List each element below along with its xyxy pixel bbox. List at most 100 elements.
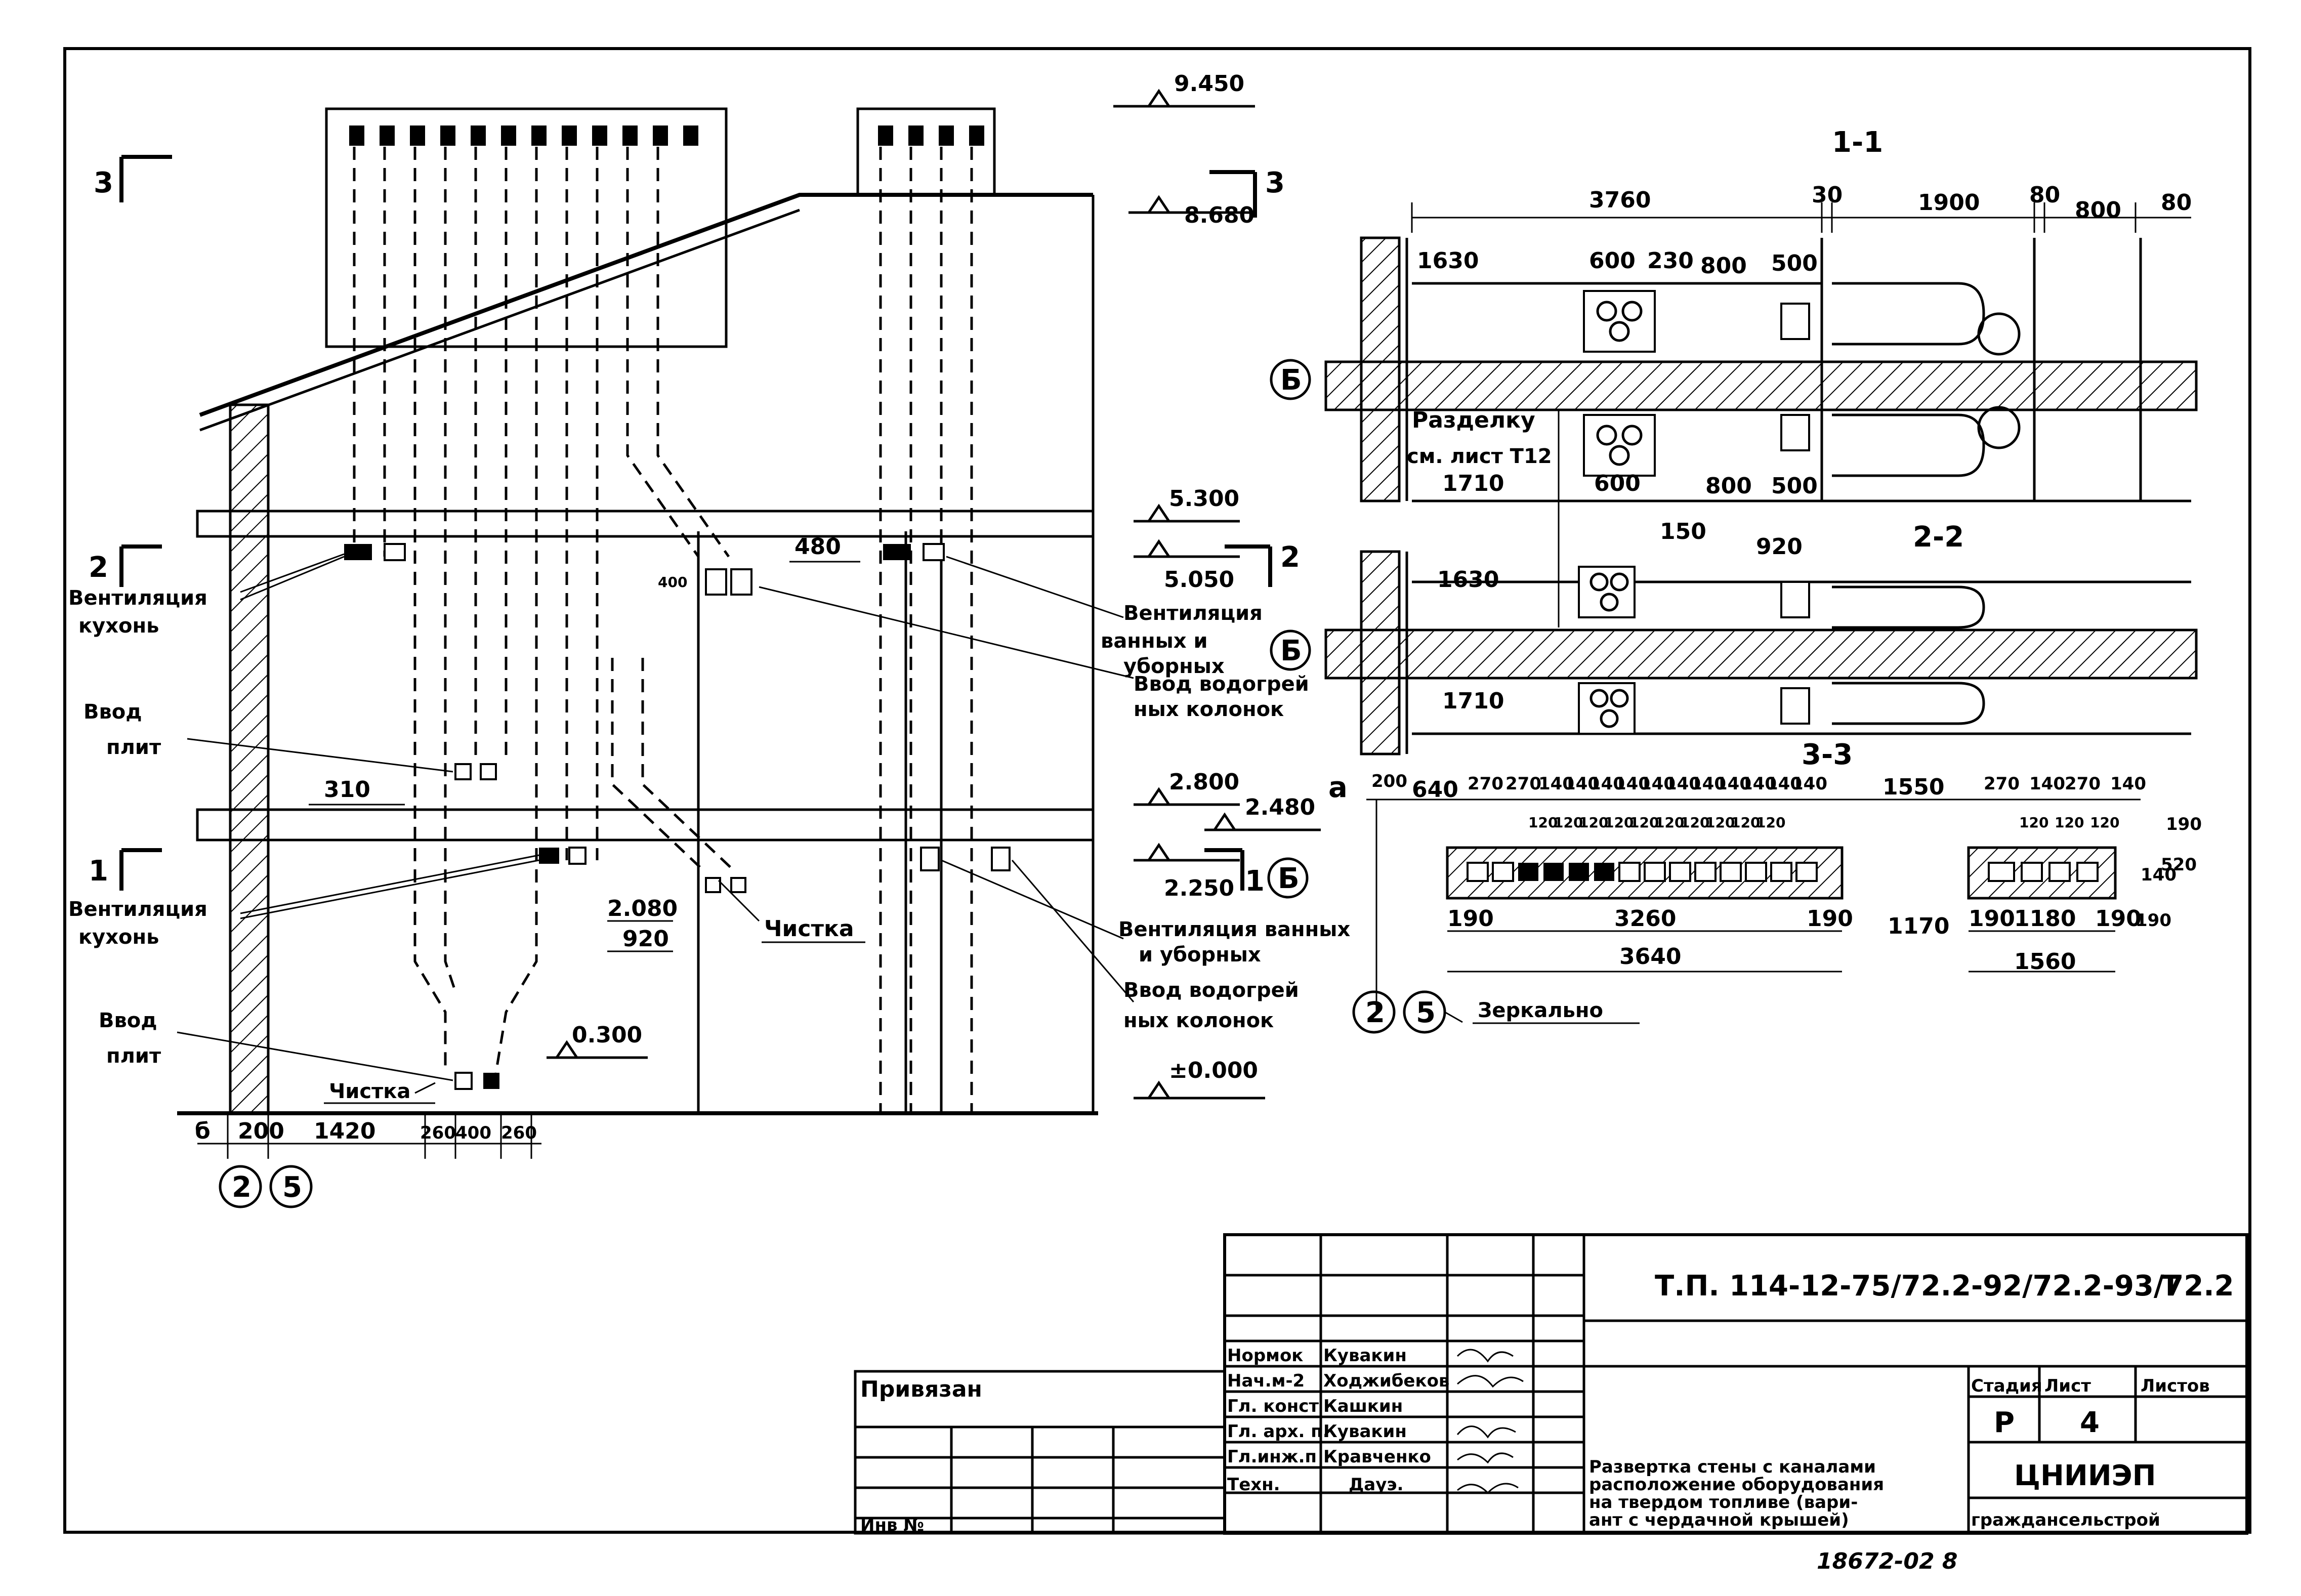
blk-dim-18: 270 (2065, 774, 2101, 794)
inv-label: Инв № (860, 1515, 924, 1535)
blk-total-3640: 3640 (1619, 944, 1681, 970)
plan3-dim-1630: 1630 (1437, 567, 1499, 593)
title-block: Т.П. 114-12-75/72.2-92/72.2-93/72.2 Т Пр… (854, 1233, 2248, 1574)
role-0: Нормок (1227, 1346, 1303, 1366)
plan-sections: 1-1 2-2 3-3 3760 30 1900 80 800 80 Б 163… (1270, 126, 2198, 771)
dim-310: 310 (324, 777, 370, 803)
section-mark-1-left: 1 (89, 855, 108, 888)
name-0: Кувакин (1323, 1346, 1407, 1366)
svg-text:120: 120 (1528, 814, 1558, 831)
name-4: Кравченко (1323, 1447, 1431, 1467)
blk-dim-12: 140 (1741, 774, 1777, 794)
side-dim-190-a: 190 (2136, 910, 2171, 931)
plan2-dim-600: 600 (1594, 471, 1641, 496)
svg-text:120: 120 (2090, 814, 2119, 831)
vent-baths-bottom-line2: и уборных (1139, 943, 1261, 967)
section-mark-3-right: 3 (1265, 166, 1285, 199)
blk-dim-2: 270 (1468, 774, 1503, 794)
vent-baths-top-line1: Вентиляция (1123, 602, 1263, 625)
org-name: ЦНИИЭП (2014, 1459, 2156, 1492)
name-1: Ходжибеков (1323, 1371, 1449, 1391)
plan-dim-80-a: 80 (2029, 182, 2060, 208)
plan-dim-800: 800 (2075, 197, 2121, 223)
section-mark-3-left: 3 (94, 166, 113, 199)
dim-480: 480 (794, 534, 841, 560)
blk-dim-11: 140 (1716, 774, 1751, 794)
mark-9450: 9.450 (1174, 71, 1244, 97)
mirror-label: Зеркально (1478, 999, 1603, 1022)
wall-elevation: 9.450 8.680 5.300 5.050 2.800 2.480 2.25… (68, 71, 1640, 1208)
role-5: Техн. (1227, 1475, 1280, 1495)
mark-5050: 5.050 (1164, 567, 1234, 593)
side-dim-520: 520 (2161, 855, 2197, 875)
axis-b-plan3: Б (1280, 635, 1302, 667)
privyazan-label: Привязан (860, 1376, 982, 1402)
vent-kitchen-top-line1: Вентиляция (68, 586, 207, 610)
sheet-value: 4 (2080, 1406, 2100, 1439)
plan1-dim-500: 500 (1771, 250, 1818, 276)
dim-1420: 1420 (314, 1118, 375, 1144)
dim-2080: 2.080 (607, 896, 678, 921)
svg-text:120: 120 (1731, 814, 1760, 831)
axis-2-label: 2 (232, 1171, 252, 1204)
channel-block-section: а 200 640 270 270 140 140 140 140 140 14… (1328, 771, 2202, 1012)
blk-dim-8: 140 (1640, 774, 1676, 794)
dim-920: 920 (622, 926, 669, 952)
axis-5-label-right: 5 (1416, 996, 1436, 1029)
axis-2-label-right: 2 (1365, 996, 1385, 1029)
chistka-label-2: Чистка (329, 1080, 410, 1103)
blk-dim-3: 270 (1505, 774, 1541, 794)
svg-text:120: 120 (1680, 814, 1709, 831)
svg-text:120: 120 (1705, 814, 1735, 831)
svg-text:120: 120 (2019, 814, 2048, 831)
axis-5-bubble (269, 1165, 313, 1208)
name-5: Дауэ. (1349, 1475, 1403, 1495)
mark-8680: 8.680 (1184, 202, 1254, 228)
blk-dim-6: 140 (1589, 774, 1625, 794)
axis-a-label: а (1328, 771, 1348, 804)
dim-400-mid: 400 (658, 574, 687, 591)
blk-dim-4: 140 (1538, 774, 1574, 794)
stage-label: Стадия (1971, 1376, 2042, 1396)
section-mark-2-right: 2 (1280, 541, 1300, 574)
role-3: Гл. арх. п. (1227, 1421, 1329, 1442)
razdelku-line2: см. лист Т12 (1407, 445, 1552, 468)
side-dim-190-b: 190 (2166, 814, 2202, 834)
stage-value: Р (1994, 1406, 2015, 1439)
dim-260-a: 260 (420, 1123, 456, 1143)
desc-line-2: расположение оборудования (1589, 1475, 1884, 1495)
razdelku-line1: Разделку (1412, 407, 1535, 433)
axis-5-label: 5 (282, 1171, 302, 1204)
plan2-dim-800: 800 (1705, 473, 1752, 499)
vent-kitchen-bottom-line2: кухонь (78, 926, 159, 949)
blk-dim-14: 140 (1791, 774, 1827, 794)
desc-line-1: Развертка стены с каналами (1589, 1457, 1876, 1477)
vvod-kolonok-bottom-line1: Ввод водогрей (1123, 979, 1299, 1002)
plan-dim-30: 30 (1812, 182, 1843, 208)
axis-b-elev: Б (1278, 862, 1300, 895)
name-3: Кувакин (1323, 1421, 1407, 1442)
section-2-2-title: 2-2 (1913, 521, 1964, 554)
blk-dim-1: 640 (1412, 777, 1458, 803)
vvod-plit-bottom-line2: плит (106, 1044, 161, 1068)
blk-bottom-3260: 3260 (1614, 906, 1676, 932)
doc-code: Т.П. 114-12-75/72.2-92/72.2-93/72.2 (1655, 1270, 2234, 1303)
plan1-dim-1630: 1630 (1417, 248, 1479, 274)
side-dim-140: 140 (2141, 865, 2177, 885)
svg-text:120: 120 (1604, 814, 1634, 831)
dim-400: 400 (455, 1123, 491, 1143)
blk-dim-19: 140 (2110, 774, 2146, 794)
vent-baths-top-line3: уборных (1123, 655, 1225, 678)
blk-bottom-190-b: 190 (1807, 906, 1853, 932)
plan2-dim-1710: 1710 (1442, 471, 1504, 496)
plan-dim-1900: 1900 (1918, 190, 1980, 216)
plan1-dim-230: 230 (1647, 248, 1694, 274)
chimney-caps (349, 125, 984, 146)
sheets-label: Листов (2141, 1376, 2210, 1396)
plan-dim-80-b: 80 (2161, 190, 2192, 216)
section-3-3-title: 3-3 (1802, 738, 1853, 771)
mark-0000: ±0.000 (1169, 1058, 1258, 1083)
axis-b-bubble-elev (1267, 857, 1309, 899)
blk-bottom-190-d: 190 (2095, 906, 2142, 932)
vvod-kolonok-top-line1: Ввод водогрей (1134, 673, 1309, 696)
